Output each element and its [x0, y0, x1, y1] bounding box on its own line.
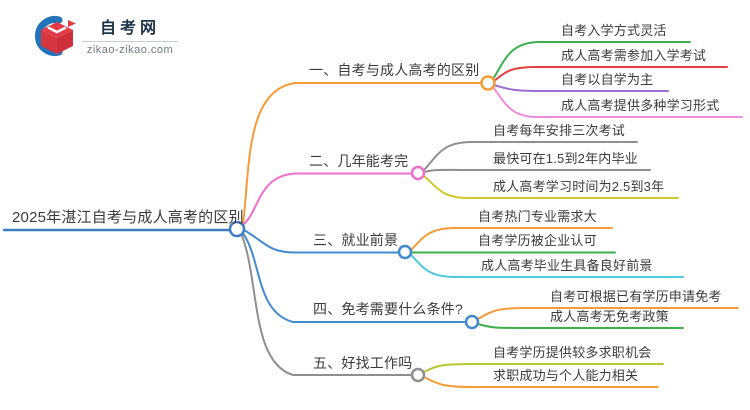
site-domain: zikao-zikao.com: [86, 44, 174, 56]
connector-branch-4-leaf-2: [477, 323, 684, 329]
branch-5-label: 五、好找工作吗: [313, 355, 413, 371]
leaf-label: 自考学历被企业认可: [478, 233, 597, 248]
leaf-label: 成人高考学习时间为2.5到3年: [493, 179, 665, 194]
node-branch-4: [464, 314, 480, 330]
connector-root-branch-4: [241, 231, 467, 323]
leaf-label: 自考可根据已有学历申请免考: [550, 289, 722, 304]
node-branch-3: [397, 244, 413, 260]
branch-3-label: 三、就业前景: [313, 232, 399, 248]
connector-branch-2-leaf-3: [423, 175, 679, 199]
node-root: [228, 220, 246, 238]
leaf-label: 自考入学方式灵活: [561, 23, 667, 38]
connector-branch-1-leaf-2: [493, 66, 728, 82]
connector-root-branch-3: [243, 229, 400, 254]
node-branch-5: [410, 367, 426, 383]
connector-root-branch-5: [240, 232, 413, 376]
graduation-cap-icon: [34, 16, 76, 56]
connector-root-branch-1: [242, 82, 482, 225]
leaf-label: 成人高考无免考政策: [550, 309, 669, 324]
site-logo[interactable]: 自考网 zikao-zikao.com: [28, 13, 178, 57]
connector-branch-1-leaf-3: [493, 84, 669, 92]
leaf-label: 成人高考提供多种学习形式: [561, 98, 720, 113]
leaf-label: 成人高考毕业生具备良好前景: [481, 258, 653, 273]
connector-branch-1-leaf-1: [492, 41, 691, 80]
node-branch-1: [480, 75, 496, 91]
connector-branch-5-leaf-1: [423, 363, 664, 373]
leaf-label: 自考热门专业需求大: [478, 209, 597, 224]
leaf-label: 自考每年安排三次考试: [493, 123, 626, 138]
root-topic-label: 2025年湛江自考与成人高考的区别: [12, 209, 244, 226]
site-name: 自考网: [99, 20, 160, 37]
connector-branch-1-leaf-4: [492, 86, 743, 118]
connector-branch-2-leaf-1: [423, 141, 638, 171]
connector-branch-4-leaf-1: [477, 307, 739, 320]
connector-branch-3-leaf-3: [410, 254, 684, 278]
connector-branch-3-leaf-1: [410, 227, 613, 251]
leaf-label: 自考以自学为主: [561, 72, 654, 87]
node-branch-2: [410, 165, 426, 181]
branch-2-label: 二、几年能考完: [309, 153, 409, 169]
connector-root-branch-2: [242, 172, 413, 226]
branch-4-label: 四、免考需要什么条件?: [313, 301, 463, 317]
leaf-label: 自考学历提供较多求职机会: [493, 345, 652, 360]
branch-1-label: 一、自考与成人高考的区别: [309, 62, 480, 78]
connector-branch-5-leaf-2: [423, 376, 659, 388]
leaf-label: 成人高考需参加入学考试: [561, 48, 707, 63]
leaf-label: 最快可在1.5到2年内毕业: [493, 151, 638, 166]
leaf-label: 求职成功与个人能力相关: [493, 368, 639, 383]
logo-divider: [82, 41, 178, 42]
connector-branch-2-leaf-2: [423, 168, 651, 173]
